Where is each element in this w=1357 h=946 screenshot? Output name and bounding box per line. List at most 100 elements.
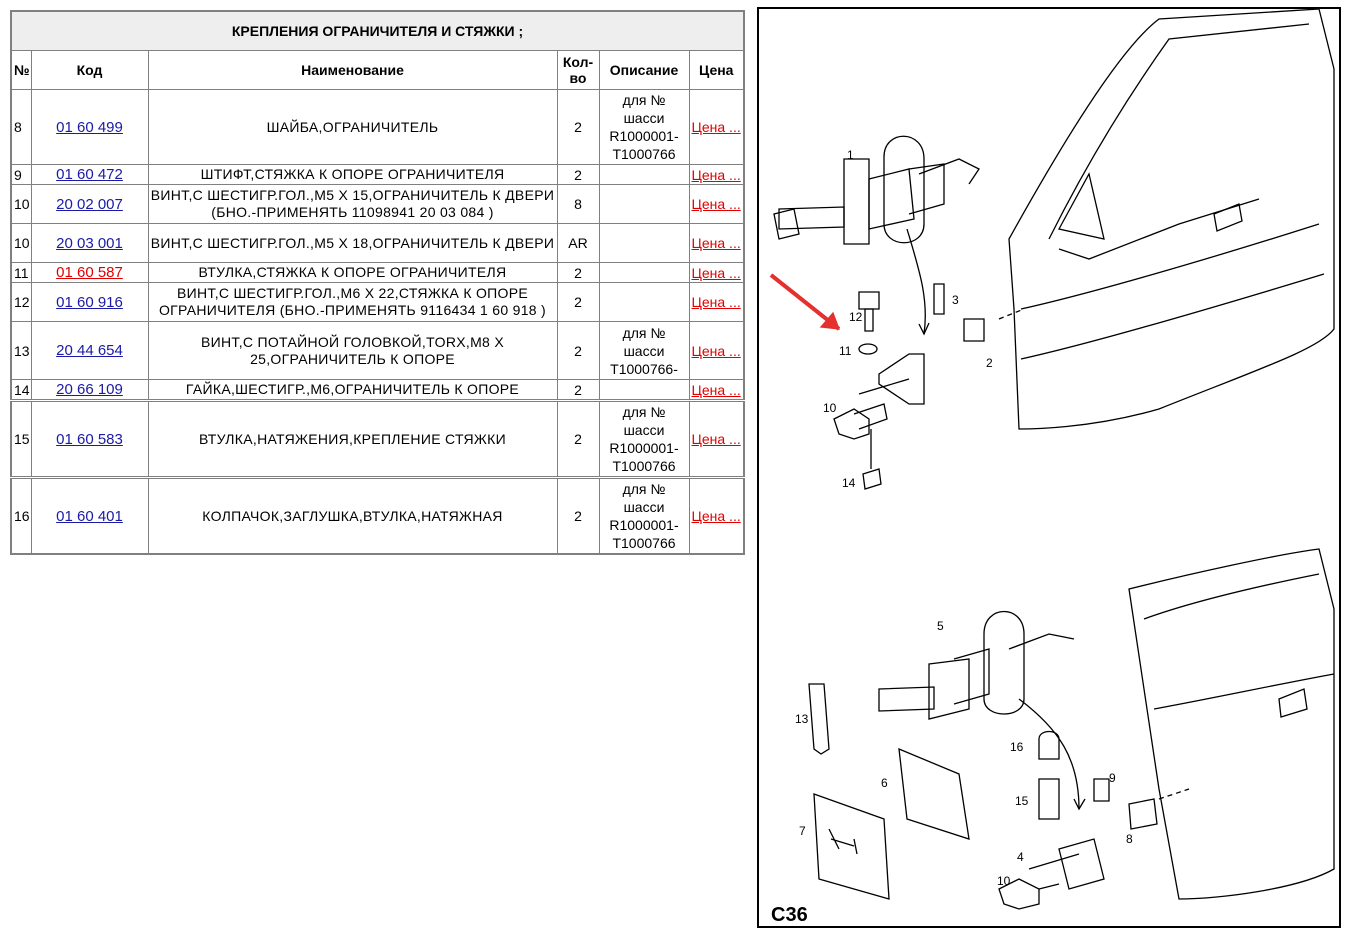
row-num: 10	[10, 184, 32, 224]
row-price-cell: Цена ...	[688, 476, 745, 555]
row-code-cell: 01 60 401	[30, 476, 149, 555]
callout-5: 5	[937, 619, 944, 633]
header-qty: Кол-во	[556, 50, 600, 90]
row-name: ГАЙКА,ШЕСТИГР.,M6,ОГРАНИЧИТЕЛЬ К ОПОРЕ	[147, 379, 558, 401]
row-num: 14	[10, 379, 32, 401]
callout-1: 1	[847, 148, 854, 162]
parts-diagram: 1 12 3 11 2 10 14 5 13 6 16 9 15 7 4 8 1…	[757, 7, 1341, 928]
row-name: ШАЙБА,ОГРАНИЧИТЕЛЬ	[147, 89, 558, 165]
row-desc	[598, 164, 690, 185]
table-row: 9 01 60 472 ШТИФТ,СТЯЖКА К ОПОРЕ ОГРАНИЧИТ…	[10, 164, 745, 185]
diagram-callouts: 1 12 3 11 2 10 14 5 13 6 16 9 15 7 4 8 1…	[795, 148, 1133, 888]
part-code-link[interactable]: 20 66 109	[56, 381, 123, 398]
row-num: 13	[10, 321, 32, 380]
row-price-cell: Цена ...	[688, 223, 745, 263]
row-qty: 2	[556, 282, 600, 322]
part-code-link[interactable]: 01 60 587	[56, 264, 123, 281]
row-qty: 2	[556, 399, 600, 478]
row-code-cell: 01 60 916	[30, 282, 149, 322]
row-name: ВТУЛКА,НАТЯЖЕНИЯ,КРЕПЛЕНИЕ СТЯЖКИ	[147, 399, 558, 478]
part-code-link[interactable]: 01 60 916	[56, 293, 123, 311]
price-link[interactable]: Цена ...	[691, 196, 741, 212]
row-num: 16	[10, 476, 32, 555]
part-code-link[interactable]: 01 60 401	[56, 507, 123, 525]
row-name: ВИНТ,С ПОТАЙНОЙ ГОЛОВКОЙ,TORX,M8 X 25,ОГ…	[147, 321, 558, 380]
row-code-cell: 20 02 007	[30, 184, 149, 224]
price-link[interactable]: Цена ...	[691, 119, 741, 135]
row-num: 9	[10, 164, 32, 185]
row-code-cell: 01 60 472	[30, 164, 149, 185]
table-title: КРЕПЛЕНИЯ ОГРАНИЧИТЕЛЯ И СТЯЖКИ ;	[10, 10, 745, 51]
row-price-cell: Цена ...	[688, 262, 745, 283]
row-desc	[598, 262, 690, 283]
row-desc	[598, 223, 690, 263]
row-desc	[598, 379, 690, 401]
row-qty: 2	[556, 164, 600, 185]
part-code-link[interactable]: 01 60 472	[56, 166, 123, 183]
header-price: Цена	[688, 50, 745, 90]
callout-12: 12	[849, 310, 863, 324]
callout-13: 13	[795, 712, 809, 726]
part-code-link[interactable]: 01 60 583	[56, 430, 123, 448]
row-code-cell: 20 03 001	[30, 223, 149, 263]
row-qty: 2	[556, 321, 600, 380]
callout-3: 3	[952, 293, 959, 307]
price-link[interactable]: Цена ...	[691, 235, 741, 251]
callout-11: 11	[839, 344, 852, 358]
row-desc	[598, 184, 690, 224]
row-price-cell: Цена ...	[688, 379, 745, 401]
parts-table: КРЕПЛЕНИЯ ОГРАНИЧИТЕЛЯ И СТЯЖКИ ; № Код …	[10, 10, 746, 555]
price-link[interactable]: Цена ...	[691, 381, 741, 398]
row-price-cell: Цена ...	[688, 282, 745, 322]
diagram-caption: C36	[771, 904, 808, 926]
table-row: 10 20 02 007 ВИНТ,С ШЕСТИГР.ГОЛ.,M5 X 15,О…	[10, 184, 745, 224]
row-code-cell: 01 60 583	[30, 399, 149, 478]
table-row: 13 20 44 654 ВИНТ,С ПОТАЙНОЙ ГОЛОВКОЙ,TORX…	[10, 321, 745, 380]
row-qty: AR	[556, 223, 600, 263]
row-qty: 2	[556, 476, 600, 555]
row-name: ВТУЛКА,СТЯЖКА К ОПОРЕ ОГРАНИЧИТЕЛЯ	[147, 262, 558, 283]
part-code-link[interactable]: 20 02 007	[56, 195, 123, 213]
row-num: 15	[10, 399, 32, 478]
price-link[interactable]: Цена ...	[691, 264, 741, 281]
price-link[interactable]: Цена ...	[691, 508, 741, 524]
price-link[interactable]: Цена ...	[691, 294, 741, 310]
row-desc: для № шасси T1000766-	[598, 321, 690, 380]
callout-14: 14	[842, 476, 856, 490]
price-link[interactable]: Цена ...	[691, 166, 741, 183]
price-link[interactable]: Цена ...	[691, 431, 741, 447]
table-row: 12 01 60 916 ВИНТ,С ШЕСТИГР.ГОЛ.,M6 X 22,С…	[10, 282, 745, 322]
row-name: ШТИФТ,СТЯЖКА К ОПОРЕ ОГРАНИЧИТЕЛЯ	[147, 164, 558, 185]
row-name: ВИНТ,С ШЕСТИГР.ГОЛ.,M5 X 15,ОГРАНИЧИТЕЛЬ…	[147, 184, 558, 224]
part-code-link[interactable]: 20 03 001	[56, 234, 123, 252]
row-desc	[598, 282, 690, 322]
callout-2: 2	[986, 356, 993, 370]
row-price-cell: Цена ...	[688, 164, 745, 185]
row-price-cell: Цена ...	[688, 89, 745, 165]
row-name: ВИНТ,С ШЕСТИГР.ГОЛ.,M6 X 22,СТЯЖКА К ОПО…	[147, 282, 558, 322]
part-code-link[interactable]: 20 44 654	[56, 342, 123, 359]
row-price-cell: Цена ...	[688, 321, 745, 380]
callout-15: 15	[1015, 794, 1029, 808]
row-qty: 2	[556, 89, 600, 165]
callout-9: 9	[1109, 771, 1116, 785]
header-num: №	[10, 50, 32, 90]
price-link[interactable]: Цена ...	[691, 342, 741, 359]
callout-10: 10	[823, 401, 837, 415]
part-code-link[interactable]: 01 60 499	[56, 118, 123, 136]
row-code-cell: 01 60 499	[30, 89, 149, 165]
row-name: КОЛПАЧОК,ЗАГЛУШКА,ВТУЛКА,НАТЯЖНАЯ	[147, 476, 558, 555]
row-qty: 8	[556, 184, 600, 224]
callout-6: 6	[881, 776, 888, 790]
row-desc: для № шасси R1000001-T1000766	[598, 399, 690, 478]
callout-10b: 10	[997, 874, 1011, 888]
callout-7: 7	[799, 824, 806, 838]
row-price-cell: Цена ...	[688, 184, 745, 224]
row-num: 12	[10, 282, 32, 322]
table-row: 14 20 66 109 ГАЙКА,ШЕСТИГР.,M6,ОГРАНИЧИТЕЛ…	[10, 379, 745, 401]
row-code-cell: 01 60 587	[30, 262, 149, 283]
callout-8: 8	[1126, 832, 1133, 846]
row-qty: 2	[556, 262, 600, 283]
